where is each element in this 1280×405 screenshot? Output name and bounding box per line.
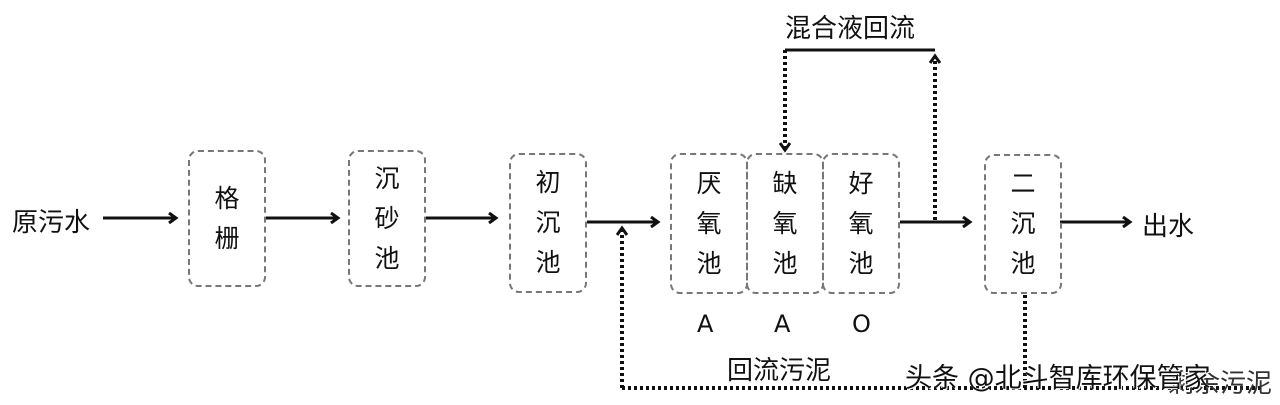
excess-sludge-label: 剩余污泥 bbox=[1168, 369, 1273, 399]
unit-char: 氧 bbox=[848, 208, 874, 238]
unit-anaerobic-tank[interactable]: 厌 氧 池 bbox=[670, 153, 748, 294]
code-anoxic: A bbox=[774, 310, 791, 338]
unit-char: 池 bbox=[772, 248, 798, 278]
unit-char: 池 bbox=[696, 248, 722, 278]
unit-char: 沉 bbox=[1010, 209, 1036, 238]
mixed-liquor-return-label: 混合液回流 bbox=[785, 14, 916, 44]
unit-char: 栅 bbox=[214, 223, 240, 253]
unit-primary-clarifier[interactable]: 初 沉 池 bbox=[509, 153, 587, 293]
unit-char: 砂 bbox=[374, 203, 400, 233]
unit-char: 池 bbox=[848, 248, 874, 278]
unit-char: 池 bbox=[535, 248, 561, 277]
unit-char: 二 bbox=[1010, 169, 1036, 198]
unit-char: 初 bbox=[535, 168, 561, 197]
unit-char: 厌 bbox=[696, 168, 722, 198]
sludge-return-label: 回流污泥 bbox=[727, 356, 832, 386]
unit-char: 氧 bbox=[696, 208, 722, 238]
unit-grille[interactable]: 格 栅 bbox=[188, 150, 266, 287]
unit-char: 池 bbox=[1010, 249, 1036, 278]
code-anaerobic: A bbox=[697, 310, 714, 338]
effluent-label: 出水 bbox=[1142, 212, 1195, 242]
unit-char: 沉 bbox=[535, 208, 561, 237]
code-aerobic: O bbox=[852, 310, 871, 338]
watermark: 头条 @北斗智库环保管家 bbox=[905, 363, 1211, 394]
unit-secondary-clarifier[interactable]: 二 沉 池 bbox=[984, 154, 1062, 294]
unit-char: 格 bbox=[214, 183, 240, 213]
unit-char: 好 bbox=[848, 168, 874, 198]
unit-char: 氧 bbox=[772, 208, 798, 238]
unit-grit-chamber[interactable]: 沉 砂 池 bbox=[348, 150, 426, 287]
unit-char: 沉 bbox=[374, 163, 400, 193]
unit-char: 池 bbox=[374, 243, 400, 273]
unit-aerobic-tank[interactable]: 好 氧 池 bbox=[822, 153, 900, 294]
unit-anoxic-tank[interactable]: 缺 氧 池 bbox=[746, 153, 824, 294]
unit-char: 缺 bbox=[772, 168, 798, 198]
raw-sewage-label: 原污水 bbox=[12, 208, 91, 238]
